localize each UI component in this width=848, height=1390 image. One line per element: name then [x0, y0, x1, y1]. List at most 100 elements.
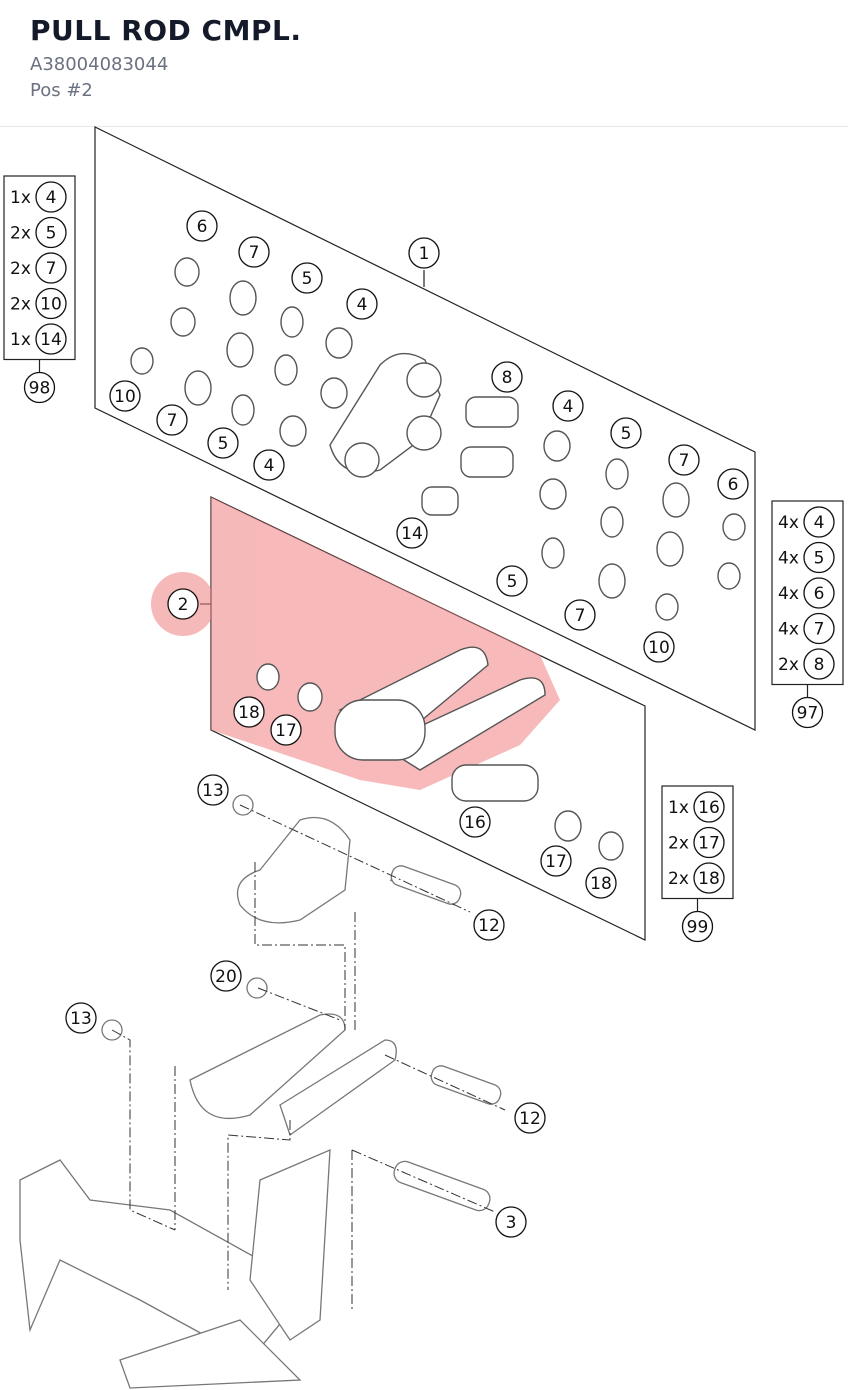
kit-item-4[interactable]: 4 — [803, 506, 835, 538]
kit-item-14[interactable]: 14 — [35, 323, 67, 355]
kit-id-99[interactable]: 99 — [681, 910, 714, 943]
svg-text:20: 20 — [215, 967, 237, 987]
callout-5[interactable]: 5 — [610, 417, 642, 449]
svg-text:99: 99 — [687, 918, 709, 938]
callout-10[interactable]: 10 — [643, 631, 675, 663]
kit-qty: 4x — [778, 549, 799, 569]
callout-4[interactable]: 4 — [552, 390, 584, 422]
kit-item-5[interactable]: 5 — [803, 541, 835, 574]
svg-text:5: 5 — [814, 549, 825, 569]
svg-text:2: 2 — [178, 595, 189, 615]
callout-18[interactable]: 18 — [585, 867, 617, 899]
callout-10[interactable]: 10 — [109, 380, 141, 412]
kit-item-7[interactable]: 7 — [803, 612, 835, 645]
svg-text:17: 17 — [545, 852, 567, 872]
callout-5[interactable]: 5 — [496, 565, 528, 597]
svg-text:1: 1 — [419, 244, 430, 264]
callout-5[interactable]: 5 — [291, 262, 323, 294]
kit-item-18[interactable]: 18 — [693, 862, 725, 894]
svg-text:5: 5 — [218, 434, 229, 454]
svg-text:8: 8 — [814, 655, 825, 675]
kit-qty: 2x — [668, 869, 689, 889]
svg-text:18: 18 — [238, 703, 260, 723]
callout-8[interactable]: 8 — [491, 361, 523, 393]
kit-item-4[interactable]: 4 — [35, 181, 67, 213]
svg-text:6: 6 — [197, 217, 208, 237]
callout-17[interactable]: 17 — [540, 845, 572, 877]
callout-4[interactable]: 4 — [346, 288, 378, 320]
callout-7[interactable]: 7 — [564, 599, 596, 631]
kit-item-10[interactable]: 10 — [35, 287, 67, 320]
callout-3[interactable]: 3 — [495, 1206, 527, 1238]
callout-7[interactable]: 7 — [238, 236, 270, 268]
callout-2[interactable]: 2 — [167, 588, 199, 620]
svg-text:97: 97 — [797, 704, 819, 724]
callout-14[interactable]: 14 — [396, 517, 428, 549]
kit-panel-1 — [94, 126, 756, 731]
callout-6[interactable]: 6 — [186, 210, 218, 242]
callout-5[interactable]: 5 — [207, 427, 239, 459]
svg-text:4: 4 — [46, 188, 57, 208]
svg-text:12: 12 — [519, 1109, 541, 1129]
callout-6[interactable]: 6 — [717, 468, 749, 500]
callout-18[interactable]: 18 — [233, 696, 265, 728]
svg-text:7: 7 — [249, 243, 260, 263]
pull-rod-part — [256, 646, 546, 771]
kit-item-5[interactable]: 5 — [35, 216, 67, 249]
callout-13[interactable]: 13 — [197, 774, 229, 806]
callout-17[interactable]: 17 — [270, 714, 302, 746]
svg-text:12: 12 — [478, 916, 500, 936]
callout-12[interactable]: 12 — [473, 909, 505, 941]
callout-layer: 1675410754845761457102181716171813122013… — [65, 210, 749, 1238]
svg-text:7: 7 — [167, 411, 178, 431]
svg-text:7: 7 — [679, 451, 690, 471]
callout-12[interactable]: 12 — [514, 1102, 546, 1134]
kit-qty: 2x — [668, 834, 689, 854]
kit-qty: 2x — [10, 224, 31, 244]
svg-text:10: 10 — [648, 638, 670, 658]
part-number: A38004083044 — [30, 54, 169, 75]
kit-item-7[interactable]: 7 — [35, 252, 67, 284]
assembly-parts — [19, 794, 502, 1389]
lever-part — [329, 352, 442, 478]
callout-4[interactable]: 4 — [253, 449, 285, 481]
svg-text:17: 17 — [275, 721, 297, 741]
kit-item-8[interactable]: 8 — [803, 648, 835, 680]
kit-item-16[interactable]: 16 — [693, 791, 725, 823]
callout-7[interactable]: 7 — [156, 404, 188, 436]
callout-16[interactable]: 16 — [459, 806, 491, 838]
svg-text:10: 10 — [114, 387, 136, 407]
page-header: PULL ROD CMPL. A38004083044 Pos #2 — [0, 0, 848, 127]
kit-item-17[interactable]: 17 — [693, 826, 725, 859]
svg-text:10: 10 — [40, 295, 62, 315]
kit-qty: 4x — [778, 584, 799, 604]
svg-text:13: 13 — [70, 1009, 92, 1029]
kit-qty: 2x — [10, 295, 31, 315]
svg-text:98: 98 — [29, 379, 51, 399]
callout-7[interactable]: 7 — [668, 444, 700, 476]
kit-qty: 4x — [778, 620, 799, 640]
svg-text:7: 7 — [46, 259, 57, 279]
callout-20[interactable]: 20 — [210, 960, 242, 992]
alignment-lines — [111, 804, 506, 1310]
svg-text:14: 14 — [40, 330, 62, 350]
svg-text:4: 4 — [357, 295, 368, 315]
bushing-parts — [130, 257, 746, 621]
position-label: Pos #2 — [30, 80, 93, 101]
svg-text:6: 6 — [814, 584, 825, 604]
svg-text:18: 18 — [698, 869, 720, 889]
kit-qty: 4x — [778, 513, 799, 533]
kit-id-98[interactable]: 98 — [23, 371, 56, 404]
svg-text:5: 5 — [302, 269, 313, 289]
kit-item-6[interactable]: 6 — [803, 577, 835, 609]
svg-text:13: 13 — [202, 781, 224, 801]
callout-13[interactable]: 13 — [65, 1002, 97, 1034]
svg-text:16: 16 — [698, 798, 720, 818]
callout-1[interactable]: 1 — [408, 237, 440, 269]
kit-id-97[interactable]: 97 — [791, 696, 824, 729]
kit-qty: 2x — [10, 259, 31, 279]
